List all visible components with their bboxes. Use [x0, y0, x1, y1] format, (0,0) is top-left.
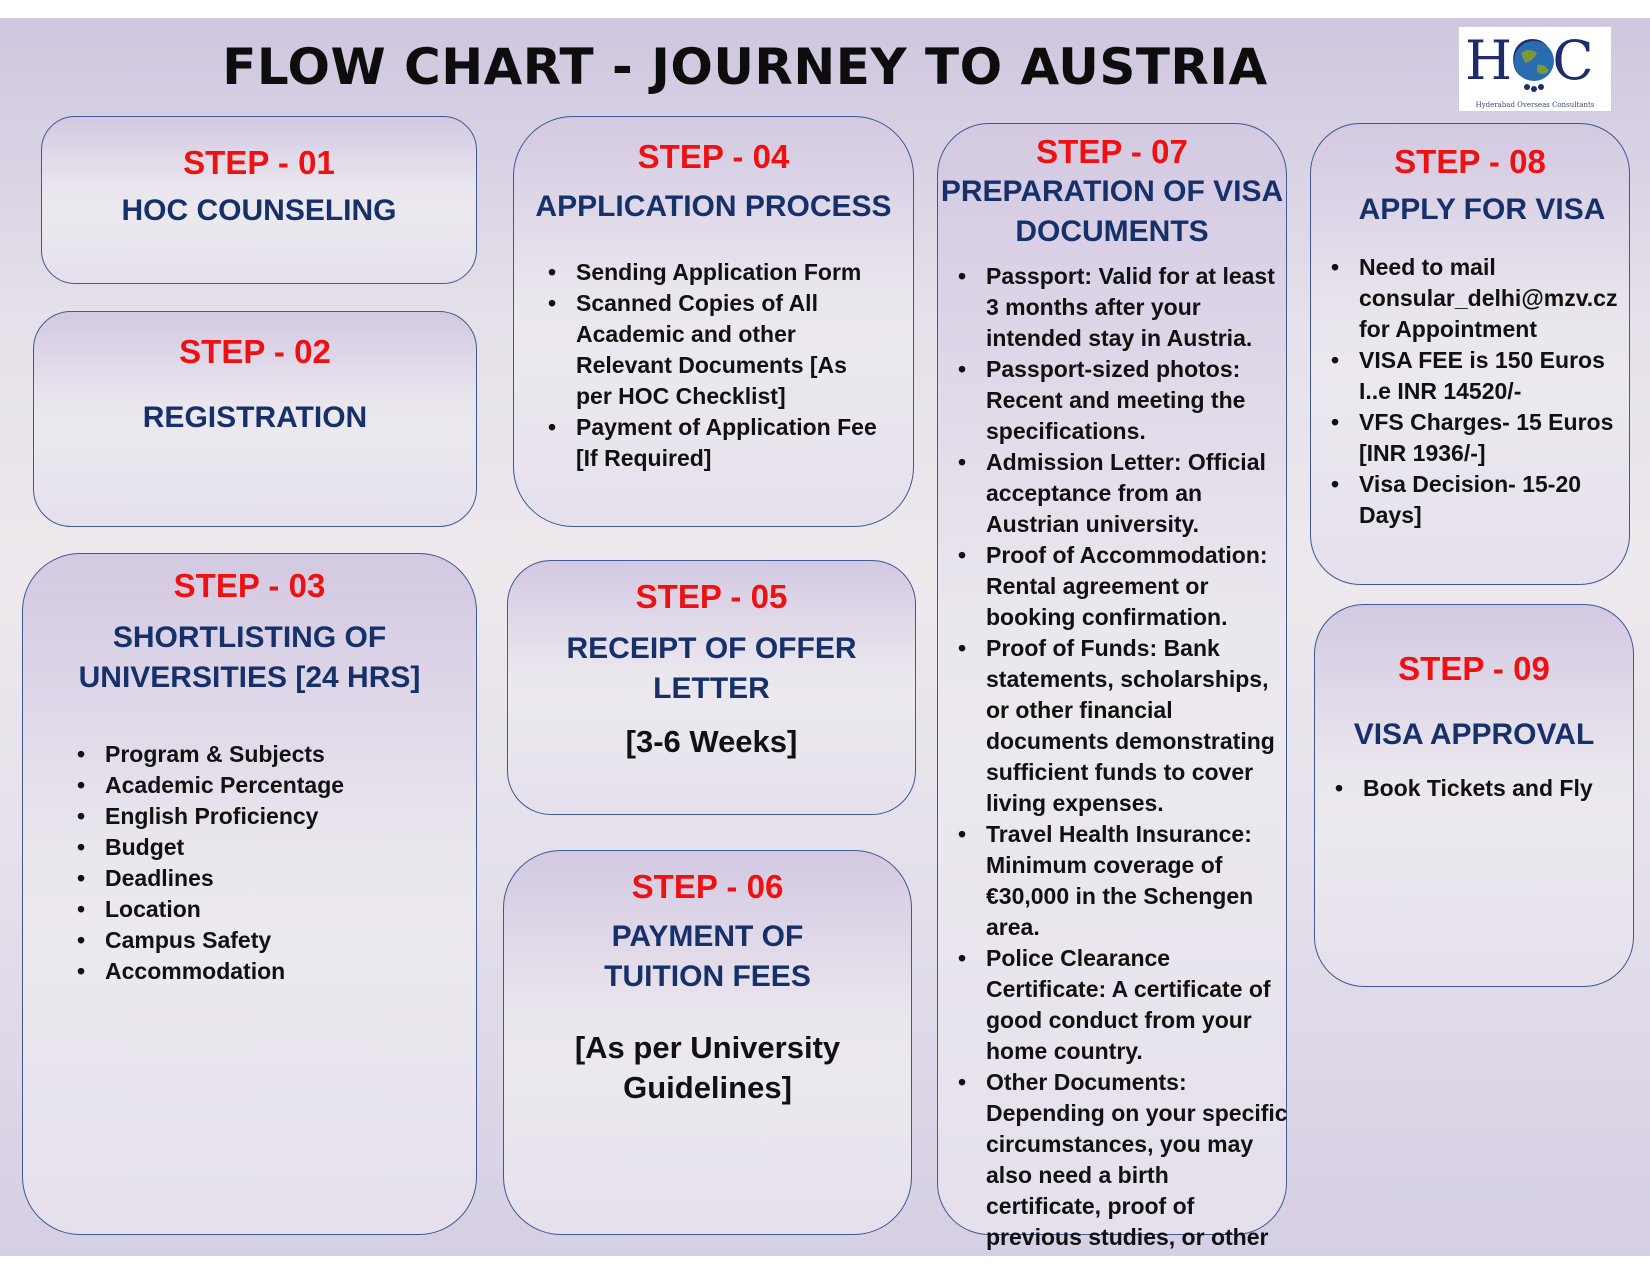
step-06-heading-line-2: TUITION FEES: [604, 960, 811, 994]
step-06-note-line-2: Guidelines]: [623, 1069, 792, 1105]
list-item: Academic Percentage: [77, 770, 476, 801]
logo-subtitle: Hyderabad Overseas Consultants: [1475, 101, 1595, 109]
step-03-heading-line-1: SHORTLISTING OF: [112, 620, 387, 654]
list-item: Police Clearance Certificate: A certific…: [958, 943, 1290, 1067]
step-08-box: STEP - 08 APPLY FOR VISA Need to mail co…: [1310, 123, 1630, 585]
list-item: Payment of Application Fee [If Required]: [548, 412, 887, 474]
step-01-label: STEP - 01: [183, 144, 335, 181]
step-07-heading-line-1: PREPARATION OF VISA: [940, 175, 1284, 209]
step-01-heading: HOC COUNSELING: [121, 193, 397, 227]
list-item: VFS Charges- 15 Euros [INR 1936/-]: [1331, 407, 1625, 469]
list-item: Passport: Valid for at least 3 months af…: [958, 261, 1290, 354]
step-04-heading: APPLICATION PROCESS: [535, 189, 892, 223]
step-03-heading: SHORTLISTING OF UNIVERSITIES [24 HRS]: [23, 618, 476, 699]
step-04-label: STEP - 04: [637, 138, 790, 175]
list-item: Travel Health Insurance: Minimum coverag…: [958, 819, 1290, 943]
list-item: Budget: [77, 832, 476, 863]
list-item: Book Tickets and Fly: [1335, 773, 1629, 804]
list-item: Program & Subjects: [77, 739, 476, 770]
page-title: FLOW CHART - JOURNEY TO AUSTRIA: [222, 38, 1268, 96]
step-06-note-line-1: [As per University: [574, 1029, 841, 1065]
step-02-heading: REGISTRATION: [142, 400, 368, 434]
step-09-box: STEP - 09 VISA APPROVAL Book Tickets and…: [1314, 604, 1634, 987]
step-02-label: STEP - 02: [179, 333, 331, 370]
step-07-box: STEP - 07 PREPARATION OF VISA DOCUMENTS …: [937, 123, 1288, 1256]
step-03-label: STEP - 03: [173, 567, 326, 604]
list-item: VISA FEE is 150 Euros I..e INR 14520/-: [1331, 345, 1625, 407]
step-06-heading: PAYMENT OF TUITION FEES: [504, 917, 911, 998]
step-07-heading: PREPARATION OF VISA DOCUMENTS: [938, 172, 1286, 251]
step-05-heading: RECEIPT OF OFFER LETTER: [566, 631, 857, 706]
list-item: Other Documents: Depending on your speci…: [958, 1067, 1290, 1256]
flow-chart-slide: FLOW CHART - JOURNEY TO AUSTRIA HOC Hyde…: [0, 18, 1650, 1256]
step-01-box: STEP - 01 HOC COUNSELING: [41, 116, 477, 284]
list-item: Need to mail consular_delhi@mzv.cz for A…: [1331, 252, 1625, 345]
step-06-note: [As per University Guidelines]: [504, 1028, 911, 1109]
list-item: Passport-sized photos: Recent and meetin…: [958, 354, 1290, 447]
step-05-box: STEP - 05 RECEIPT OF OFFER LETTER [3-6 W…: [507, 560, 916, 815]
step-03-list: Program & Subjects Academic Percentage E…: [77, 739, 476, 987]
step-06-box: STEP - 06 PAYMENT OF TUITION FEES [As pe…: [503, 850, 912, 1235]
step-02-box: STEP - 02 REGISTRATION: [33, 311, 477, 527]
step-08-heading: APPLY FOR VISA: [1358, 192, 1606, 226]
list-item: Visa Decision- 15-20 Days]: [1331, 469, 1625, 531]
step-09-heading: VISA APPROVAL: [1353, 717, 1595, 751]
step-06-label: STEP - 06: [631, 868, 784, 905]
step-07-list: Passport: Valid for at least 3 months af…: [958, 261, 1290, 1256]
step-03-box: STEP - 03 SHORTLISTING OF UNIVERSITIES […: [22, 553, 477, 1235]
step-06-heading-line-1: PAYMENT OF: [611, 919, 804, 953]
list-item: Proof of Funds: Bank statements, scholar…: [958, 633, 1290, 819]
step-08-list: Need to mail consular_delhi@mzv.cz for A…: [1331, 252, 1625, 531]
list-item: Campus Safety: [77, 925, 476, 956]
step-08-label: STEP - 08: [1394, 143, 1546, 180]
list-item: Proof of Accommodation: Rental agreement…: [958, 540, 1290, 633]
list-item: Sending Application Form: [548, 257, 887, 288]
step-09-label: STEP - 09: [1398, 650, 1550, 687]
list-item: Accommodation: [77, 956, 476, 987]
list-item: Location: [77, 894, 476, 925]
list-item: Admission Letter: Official acceptance fr…: [958, 447, 1290, 540]
step-07-label: STEP - 07: [1036, 133, 1188, 170]
list-item: Scanned Copies of All Academic and other…: [548, 288, 887, 412]
step-05-note: [3-6 Weeks]: [625, 723, 798, 759]
list-item: English Proficiency: [77, 801, 476, 832]
step-05-label: STEP - 05: [635, 578, 788, 615]
step-04-list: Sending Application Form Scanned Copies …: [548, 257, 887, 474]
step-03-heading-line-2: UNIVERSITIES [24 HRS]: [78, 661, 421, 695]
globe-icon: [1514, 41, 1554, 92]
hoc-logo: HOC Hyderabad Overseas Consultants: [1458, 26, 1612, 112]
step-09-list: Book Tickets and Fly: [1335, 773, 1629, 804]
list-item: Deadlines: [77, 863, 476, 894]
step-04-box: STEP - 04 APPLICATION PROCESS Sending Ap…: [513, 116, 914, 527]
step-07-heading-line-2: DOCUMENTS: [1015, 214, 1209, 248]
